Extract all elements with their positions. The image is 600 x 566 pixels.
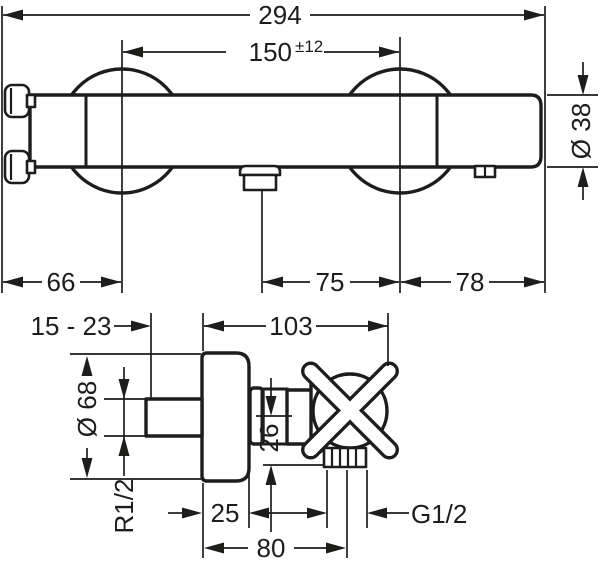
arrowhead xyxy=(123,46,143,58)
arrowhead xyxy=(204,320,224,332)
arrowhead xyxy=(577,167,589,187)
label-body-diameter: Ø 38 xyxy=(566,103,596,159)
label-connection-distance: 150 xyxy=(249,37,292,67)
cross-arm-2-fill xyxy=(304,364,396,457)
arrowhead xyxy=(379,276,399,288)
label-left-section: 66 xyxy=(47,267,76,297)
arrowhead xyxy=(118,436,130,456)
arrowhead xyxy=(265,465,277,485)
arrowhead xyxy=(81,356,93,376)
arrowhead xyxy=(204,542,224,554)
arrowhead xyxy=(182,507,202,519)
inlet-nipple xyxy=(144,397,204,438)
wall-union-top xyxy=(3,83,31,119)
arrowhead xyxy=(3,276,23,288)
label-wall-clearance: 15 - 23 xyxy=(31,311,112,341)
arrowhead xyxy=(379,46,399,58)
arrowhead xyxy=(326,542,346,554)
arrowhead xyxy=(249,507,269,519)
arrowhead xyxy=(401,276,421,288)
arrowhead xyxy=(367,507,387,519)
label-escutcheon-depth: 25 xyxy=(211,498,240,528)
ext-lines-body-diameter xyxy=(547,94,598,168)
arrowhead xyxy=(263,276,283,288)
arrowhead xyxy=(131,320,151,332)
arrowhead xyxy=(101,276,121,288)
arrowhead xyxy=(524,276,544,288)
label-total-projection: 103 xyxy=(269,311,312,341)
arrowhead xyxy=(368,320,388,332)
dimensions-side-view xyxy=(70,313,409,558)
dimensions-top-view xyxy=(1,6,598,293)
arrowhead xyxy=(577,75,589,95)
escutcheon-side xyxy=(200,351,251,483)
label-escutcheon-diameter: Ø 68 xyxy=(72,381,102,437)
label-handle-section: 78 xyxy=(456,267,485,297)
outlet-body xyxy=(242,173,278,192)
label-inlet-thread: R1/2 xyxy=(109,479,139,534)
outlet-lip xyxy=(238,164,282,177)
arrowhead xyxy=(265,396,277,416)
side-view xyxy=(144,351,399,483)
mixer-body xyxy=(28,93,543,169)
ext-lines-escutcheon-diameter xyxy=(70,353,201,480)
wall-union-bottom xyxy=(3,149,31,185)
hose-connector xyxy=(322,446,368,469)
label-total-width: 294 xyxy=(258,0,301,30)
wall-union-bottom-tab xyxy=(25,159,37,175)
cartridge-block xyxy=(285,388,315,446)
hose-connector-ribs xyxy=(330,448,358,467)
label-outlet-projection: 80 xyxy=(257,533,286,563)
arrowhead xyxy=(524,9,544,21)
arrowhead xyxy=(118,379,130,399)
arrowhead xyxy=(3,9,23,21)
arrowhead xyxy=(81,458,93,478)
label-connection-tolerance: ±12 xyxy=(295,37,323,56)
label-outlet-thread: G1/2 xyxy=(411,499,467,529)
label-outlet-axis-offset: 26 xyxy=(254,424,284,453)
top-view xyxy=(3,67,543,195)
label-outlet-to-handle: 75 xyxy=(316,267,345,297)
dimension-labels: 294 150 ±12 Ø 38 66 75 78 15 - 23 103 Ø … xyxy=(31,0,596,563)
ext-lines-103 xyxy=(202,313,389,366)
wall-union-top-tab xyxy=(25,93,37,109)
arrowhead xyxy=(307,507,327,519)
